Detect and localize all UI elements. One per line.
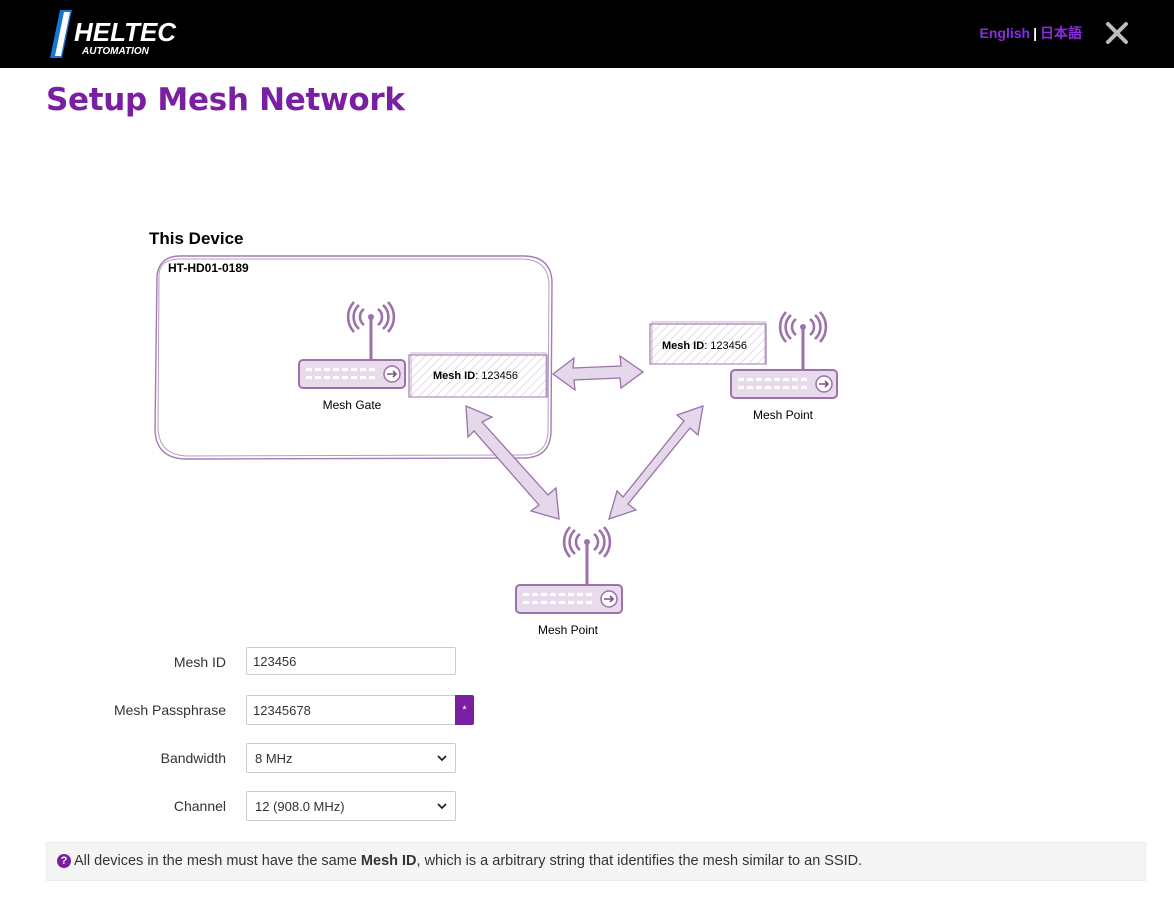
bandwidth-selected-value: 8 MHz — [255, 750, 293, 766]
chevron-down-icon — [437, 755, 447, 762]
this-device-box — [154, 255, 553, 460]
close-icon[interactable] — [1102, 18, 1132, 48]
channel-selected-value: 12 (908.0 MHz) — [255, 798, 345, 814]
channel-select[interactable]: 12 (908.0 MHz) — [246, 791, 456, 821]
router-icon — [730, 369, 838, 399]
router-icon — [298, 359, 406, 389]
bandwidth-select[interactable]: 8 MHz — [246, 743, 456, 773]
device-hostname: HT-HD01-0189 — [168, 261, 249, 275]
channel-row: Channel 12 (908.0 MHz) — [0, 791, 600, 821]
logo-text: HELTEC — [74, 17, 177, 47]
wifi-antenna-icon — [346, 300, 396, 361]
help-text-before: All devices in the mesh must have the sa… — [74, 853, 361, 869]
wifi-antenna-icon — [562, 525, 612, 586]
show-passphrase-button[interactable]: * — [455, 695, 474, 725]
chevron-down-icon — [437, 803, 447, 810]
mesh-gate-label: Mesh Gate — [323, 398, 382, 412]
bandwidth-label: Bandwidth — [160, 750, 226, 766]
heltec-logo[interactable]: HELTEC AUTOMATION — [50, 6, 182, 62]
bandwidth-row: Bandwidth 8 MHz — [0, 743, 600, 773]
help-text-bold: Mesh ID — [360, 853, 417, 869]
right-mesh-id-tag: Mesh ID: 123456 — [649, 321, 767, 365]
lang-english-link[interactable]: English — [979, 25, 1031, 41]
gate-mesh-id-key: Mesh ID — [433, 370, 475, 382]
gate-mesh-id-tag: Mesh ID: 123456 — [408, 352, 548, 398]
link-arrow-right-bottom — [608, 405, 704, 521]
help-question-icon: ? — [57, 854, 71, 868]
mesh-id-label: Mesh ID — [173, 654, 226, 670]
mesh-passphrase-label: Mesh Passphrase — [113, 702, 226, 718]
help-note: ?All devices in the mesh must have the s… — [46, 842, 1146, 881]
language-switcher: English|日本語 — [980, 23, 1082, 43]
mesh-id-row: Mesh ID — [0, 647, 600, 677]
right-mesh-id-value: : 123456 — [704, 340, 747, 352]
mesh-point-bottom-label: Mesh Point — [538, 623, 599, 637]
page-title: Setup Mesh Network — [46, 82, 405, 118]
mesh-passphrase-input[interactable] — [246, 695, 456, 725]
logo-subtext: AUTOMATION — [81, 46, 150, 57]
mesh-point-right-label: Mesh Point — [753, 408, 814, 422]
link-arrow-gate-right — [551, 354, 645, 392]
mesh-point-bottom-router — [515, 525, 623, 614]
router-icon — [515, 584, 623, 614]
this-device-label: This Device — [149, 229, 244, 248]
channel-label: Channel — [173, 798, 226, 814]
link-arrow-gate-bottom — [465, 404, 560, 520]
mesh-point-right-router — [730, 310, 838, 399]
svg-text:Mesh ID: 123456: Mesh ID: 123456 — [662, 340, 747, 352]
help-text-after: , which is a arbitrary string that ident… — [416, 853, 863, 869]
svg-text:Mesh ID: 123456: Mesh ID: 123456 — [433, 370, 518, 382]
lang-separator: | — [1033, 25, 1037, 41]
top-bar: HELTEC AUTOMATION English|日本語 — [0, 0, 1174, 68]
right-mesh-id-key: Mesh ID — [662, 340, 704, 352]
mesh-gate-router — [298, 300, 406, 389]
wifi-antenna-icon — [778, 310, 828, 371]
mesh-passphrase-row: Mesh Passphrase * — [0, 695, 600, 725]
lang-japanese-link[interactable]: 日本語 — [1040, 25, 1082, 41]
gate-mesh-id-value: : 123456 — [475, 370, 518, 382]
mesh-id-input[interactable] — [246, 647, 456, 675]
